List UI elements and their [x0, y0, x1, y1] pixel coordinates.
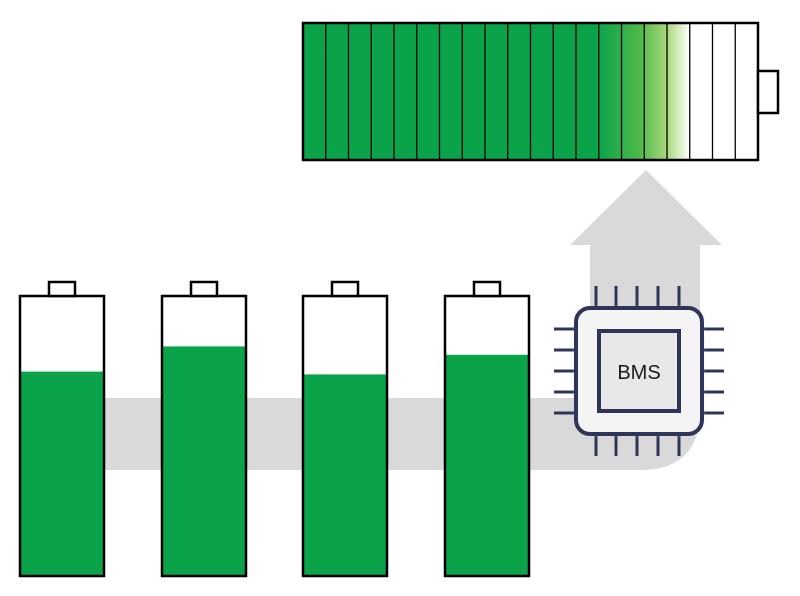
cell-1	[18, 280, 106, 578]
cell-2	[160, 280, 248, 578]
chip-die	[597, 329, 681, 413]
cell-4	[443, 280, 531, 578]
flow-arrow-icon	[60, 170, 722, 470]
chip-pins	[554, 286, 724, 456]
pack-terminal	[756, 69, 780, 115]
cell-terminal	[47, 280, 77, 298]
battery-pack-icon	[301, 21, 780, 162]
cell-charge-fill	[303, 374, 387, 576]
cell-terminal	[330, 280, 360, 298]
cell-charge-fill	[445, 354, 529, 576]
cell-terminal	[472, 280, 502, 298]
bms-chip-icon: BMS	[554, 286, 724, 456]
cell-charge-fill	[20, 371, 104, 576]
cell-charge-fill	[162, 346, 246, 576]
pack-charge-fill	[303, 23, 599, 160]
pack-segments	[303, 23, 736, 160]
bms-label: BMS	[617, 362, 660, 384]
cell-3	[301, 280, 389, 578]
cell-group	[18, 280, 531, 578]
cell-terminal	[189, 280, 219, 298]
